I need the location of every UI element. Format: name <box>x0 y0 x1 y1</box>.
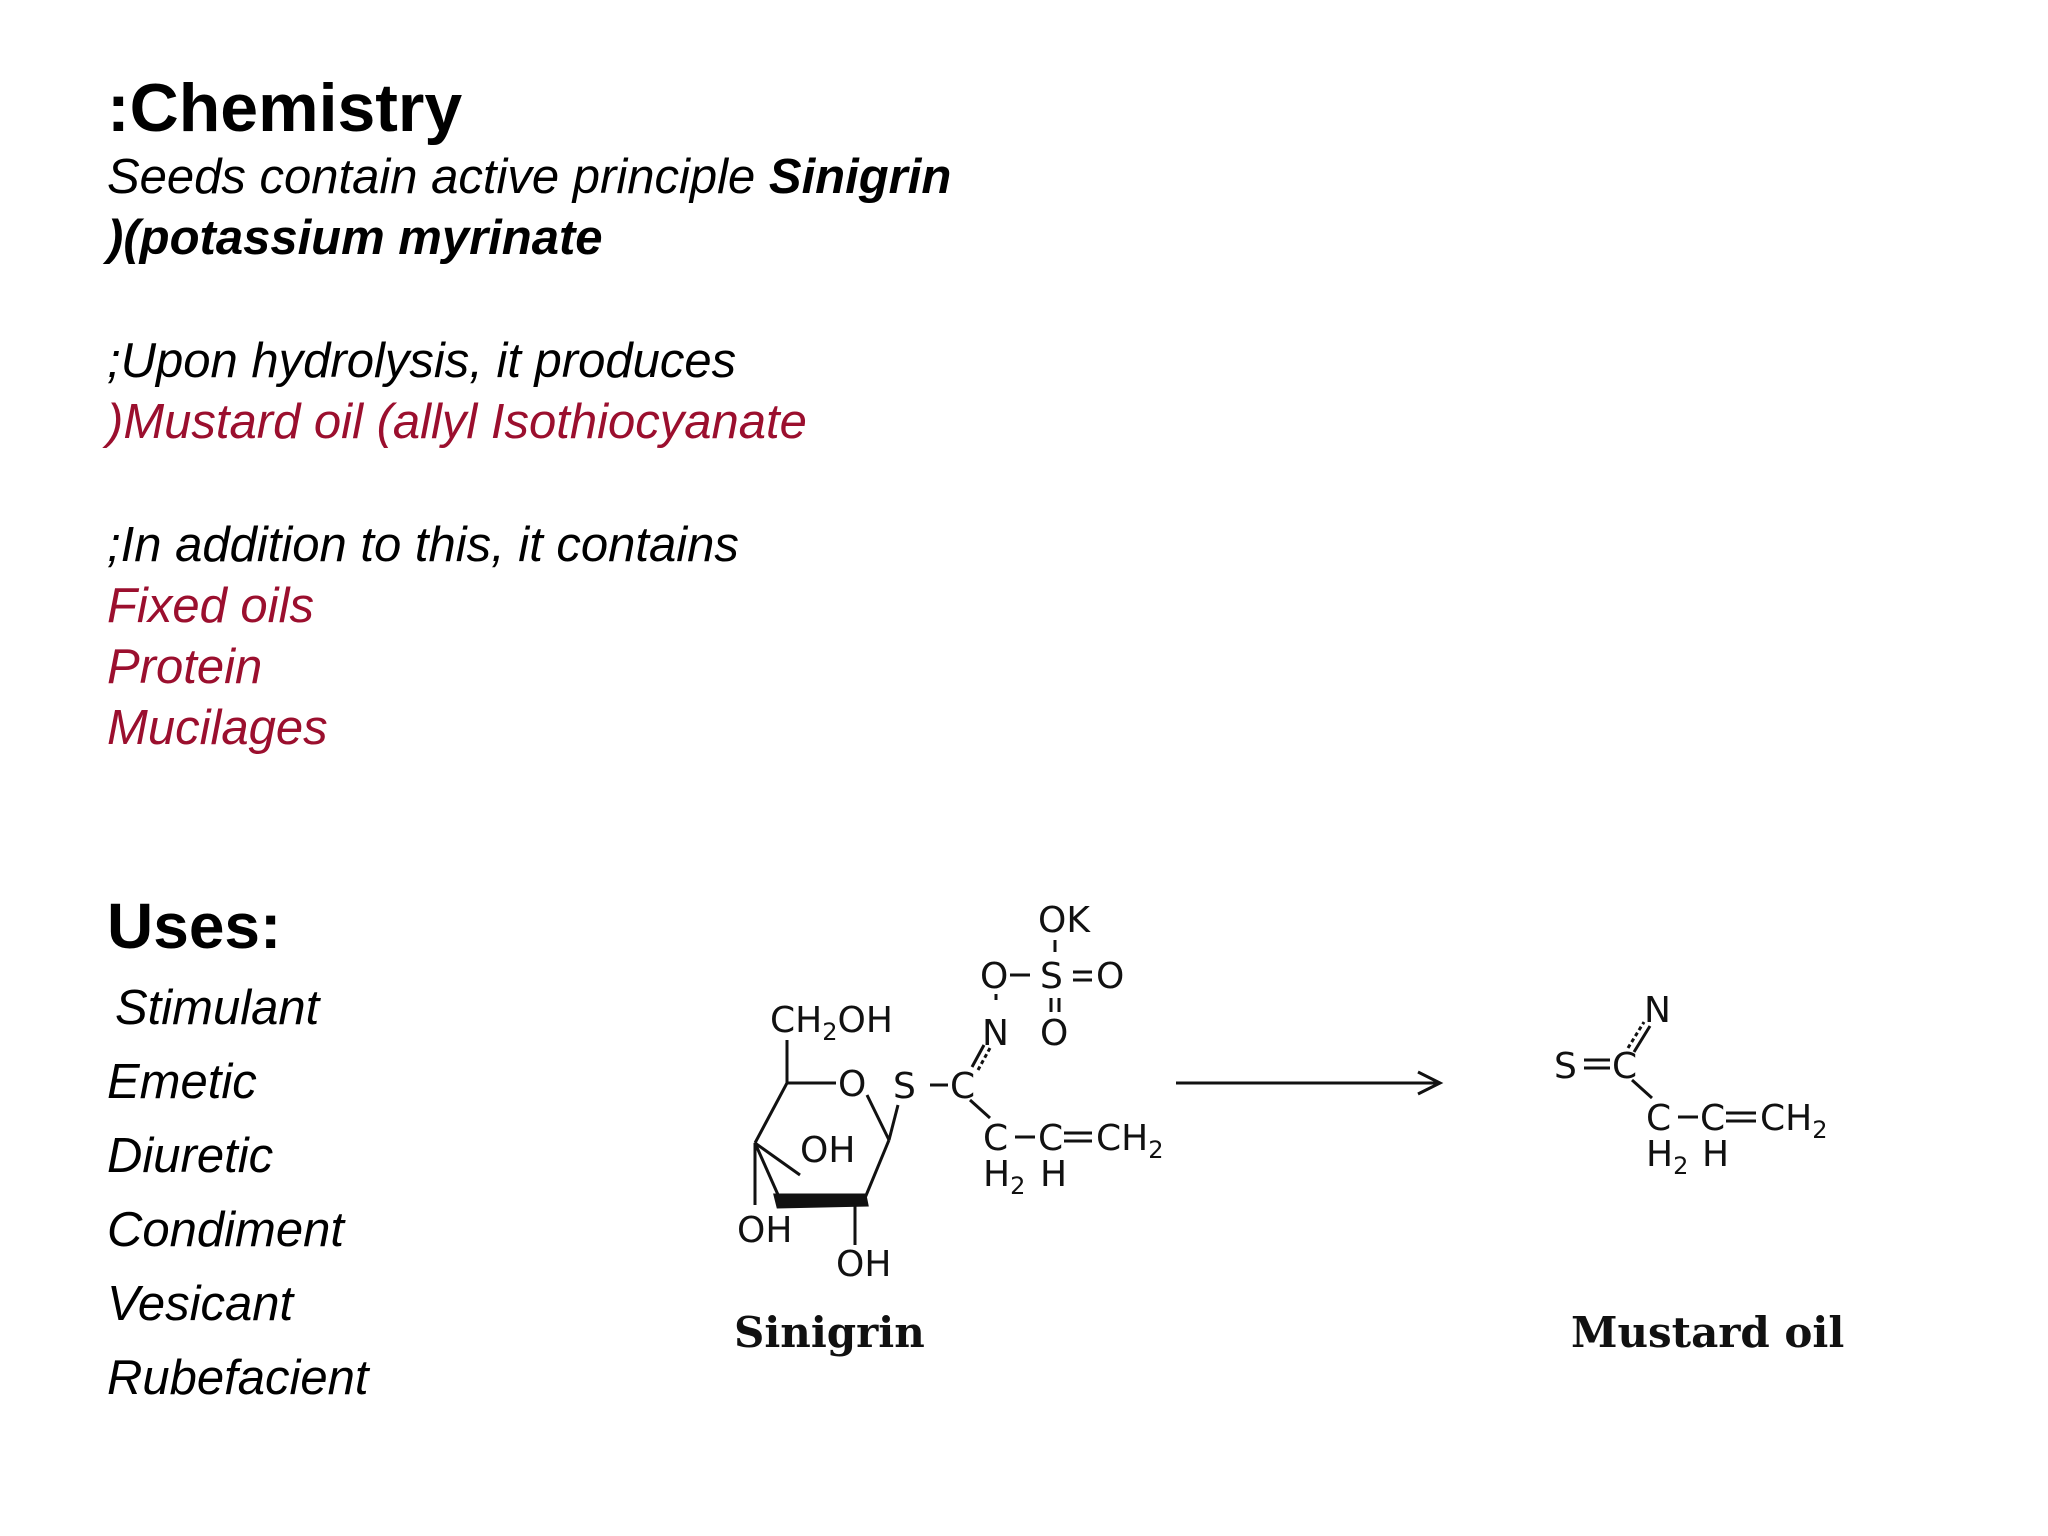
contents-item-protein: Protein <box>107 640 263 694</box>
sinigrin-ok-label: OK <box>1038 900 1091 941</box>
mustard-chain-c1: C <box>1646 1098 1671 1139</box>
chemistry-line-sinigrin-text: Seeds contain active principle <box>107 150 769 204</box>
sinigrin-h2: H2 <box>983 1154 1025 1200</box>
sinigrin-oxygen-1: O <box>980 956 1008 997</box>
mustard-nitrogen: N <box>1644 990 1671 1031</box>
use-item-vesicant: Vesicant <box>107 1277 294 1331</box>
use-item-diuretic: Diuretic <box>107 1129 274 1183</box>
sinigrin-nitrogen: N <box>982 1013 1009 1054</box>
mustard-oil-atoms: S C N C C CH2 H2 H <box>1554 990 1828 1180</box>
sinigrin-sulfur-2: S <box>1040 956 1063 997</box>
mustard-oil-structure <box>1584 1021 1756 1123</box>
sinigrin-h: H <box>1040 1154 1067 1195</box>
mustard-carbon: C <box>1612 1046 1637 1087</box>
sinigrin-oh-ring: OH <box>800 1130 855 1171</box>
use-item-emetic: Emetic <box>107 1055 257 1109</box>
contents-item-mucilages: Mucilages <box>107 701 328 755</box>
sinigrin-oxygen-2: O <box>1096 956 1124 997</box>
sinigrin-sulfur: S <box>893 1066 916 1107</box>
contents-item-fixed-oils: Fixed oils <box>107 579 314 633</box>
use-item-rubefacient: Rubefacient <box>107 1351 369 1405</box>
sinigrin-caption: Sinigrin <box>734 1308 925 1357</box>
sinigrin-oxygen-3: O <box>1040 1013 1068 1054</box>
mustard-oil-caption: Mustard oil <box>1571 1308 1844 1357</box>
reaction-arrow <box>1176 1070 1444 1096</box>
sinigrin-ch2oh-label: CH2OH <box>770 1000 893 1046</box>
chemistry-line-potassium: )(potassium myrinate <box>107 211 603 265</box>
sinigrin-carbon: C <box>950 1066 975 1107</box>
sinigrin-atoms: CH2OH O S C N O S O O OK OH OH OH C C CH… <box>737 900 1164 1285</box>
sinigrin-term: Sinigrin <box>768 150 952 204</box>
sinigrin-chain-c2: C <box>1038 1118 1063 1159</box>
mustard-chain-c2: C <box>1700 1098 1725 1139</box>
chemistry-line-hydrolysis: ;Upon hydrolysis, it produces <box>107 334 737 388</box>
sinigrin-chain-c1: C <box>983 1118 1008 1159</box>
use-item-stimulant: Stimulant <box>115 981 320 1035</box>
mustard-h2: H2 <box>1646 1134 1688 1180</box>
mustard-chain-ch2: CH2 <box>1760 1098 1828 1144</box>
sinigrin-ring-oxygen: O <box>838 1064 866 1105</box>
chemistry-line-mustard-oil: )Mustard oil (allyl Isothiocyanate <box>107 395 807 449</box>
chemistry-heading: :Chemistry <box>107 70 463 146</box>
mustard-h: H <box>1702 1134 1729 1175</box>
chemistry-line-sinigrin: Seeds contain active principle Sinigrin <box>107 153 951 202</box>
sinigrin-oh-left: OH <box>737 1210 792 1251</box>
use-item-condiment: Condiment <box>107 1203 344 1257</box>
sinigrin-structure <box>753 940 1092 1245</box>
mustard-sulfur: S <box>1554 1046 1577 1087</box>
sinigrin-oh-bottom: OH <box>836 1244 891 1285</box>
chemistry-line-addition: ;In addition to this, it contains <box>107 518 739 572</box>
uses-heading: Uses: <box>107 890 282 962</box>
sinigrin-chain-ch2: CH2 <box>1096 1118 1164 1164</box>
